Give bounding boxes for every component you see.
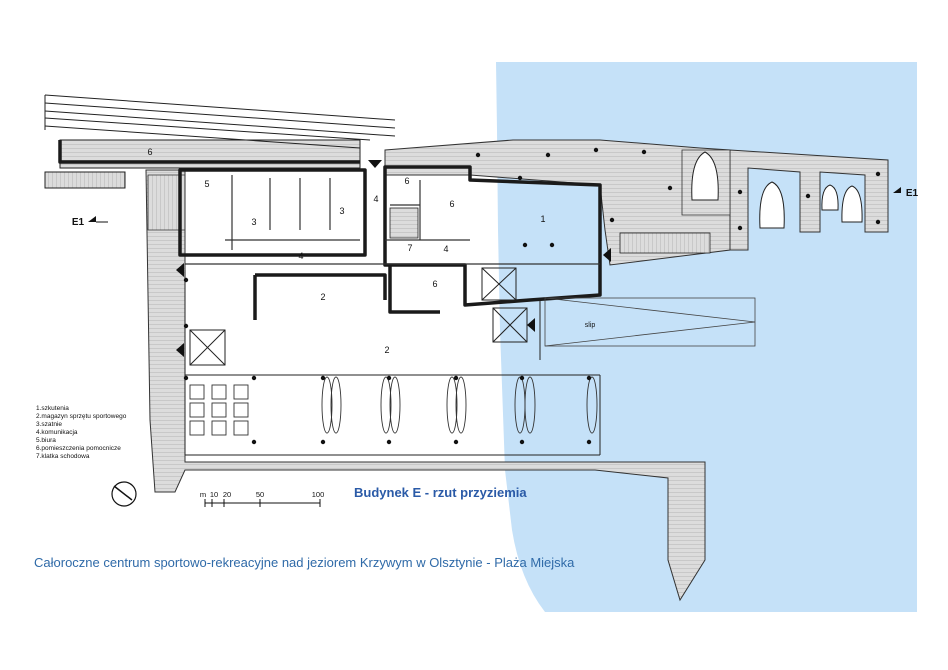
building-walls <box>58 140 602 320</box>
section-marker-right: E1 <box>893 187 919 199</box>
interior-walls <box>185 175 600 265</box>
scale-tick: 20 <box>223 490 231 499</box>
room-number: 2 <box>384 345 389 355</box>
rail-track <box>44 94 396 149</box>
room-number: 3 <box>339 206 344 216</box>
legend-item: 4.komunikacja <box>36 429 78 436</box>
legend-item: 5.biura <box>36 437 56 444</box>
legend: 1.szkutenia 2.magazyn sprzętu sportowego… <box>36 405 127 460</box>
room-number: 4 <box>298 251 303 261</box>
project-caption: Całoroczne centrum sportowo-rekreacyjne … <box>34 555 575 570</box>
section-marker-left-label: E1 <box>72 217 85 228</box>
entry-steps <box>44 171 126 189</box>
slip-ramp <box>544 297 756 347</box>
room-number: 4 <box>373 194 378 204</box>
legend-item: 6.pomieszczenia pomocnicze <box>36 445 121 452</box>
room-number: 6 <box>147 147 152 157</box>
room-number: 6 <box>404 176 409 186</box>
structural-columns <box>183 147 881 445</box>
slip-label: slip <box>585 322 596 329</box>
section-marker-left: E1 <box>72 216 108 228</box>
scale-bar: m 10 20 50 100 <box>200 490 324 507</box>
room-number: 4 <box>443 244 448 254</box>
room-number: 1 <box>540 214 545 224</box>
section-marker-right-label: E1 <box>906 188 919 199</box>
scale-tick: 100 <box>312 490 325 499</box>
legend-item: 1.szkutenia <box>36 405 69 412</box>
room-number: 2 <box>320 292 325 302</box>
pier-stairs <box>619 232 711 254</box>
north-arrow-icon <box>111 481 137 507</box>
room-number: 6 <box>449 199 454 209</box>
service-shaft <box>189 267 528 366</box>
scale-tick: 10 <box>210 490 218 499</box>
scale-unit: m <box>200 490 206 499</box>
kayak-racks <box>189 376 598 436</box>
legend-item: 7.klatka schodowa <box>36 453 90 460</box>
room-number: 7 <box>407 243 412 253</box>
entrance-arrows <box>176 160 611 357</box>
drawing-title: Budynek E - rzut przyziemia <box>354 485 527 500</box>
room-number: 6 <box>432 279 437 289</box>
legend-item: 2.magazyn sprzętu sportowego <box>36 413 127 420</box>
scale-tick: 50 <box>256 490 264 499</box>
room-numbers: 1 2 2 3 3 4 4 4 5 6 6 6 6 7 slip <box>147 147 595 355</box>
legend-item: 3.szatnie <box>36 421 62 428</box>
storage-hall <box>184 270 601 456</box>
room-number: 3 <box>251 217 256 227</box>
room-number: 5 <box>204 179 209 189</box>
stairwell <box>389 207 419 239</box>
moored-boats <box>691 151 863 229</box>
